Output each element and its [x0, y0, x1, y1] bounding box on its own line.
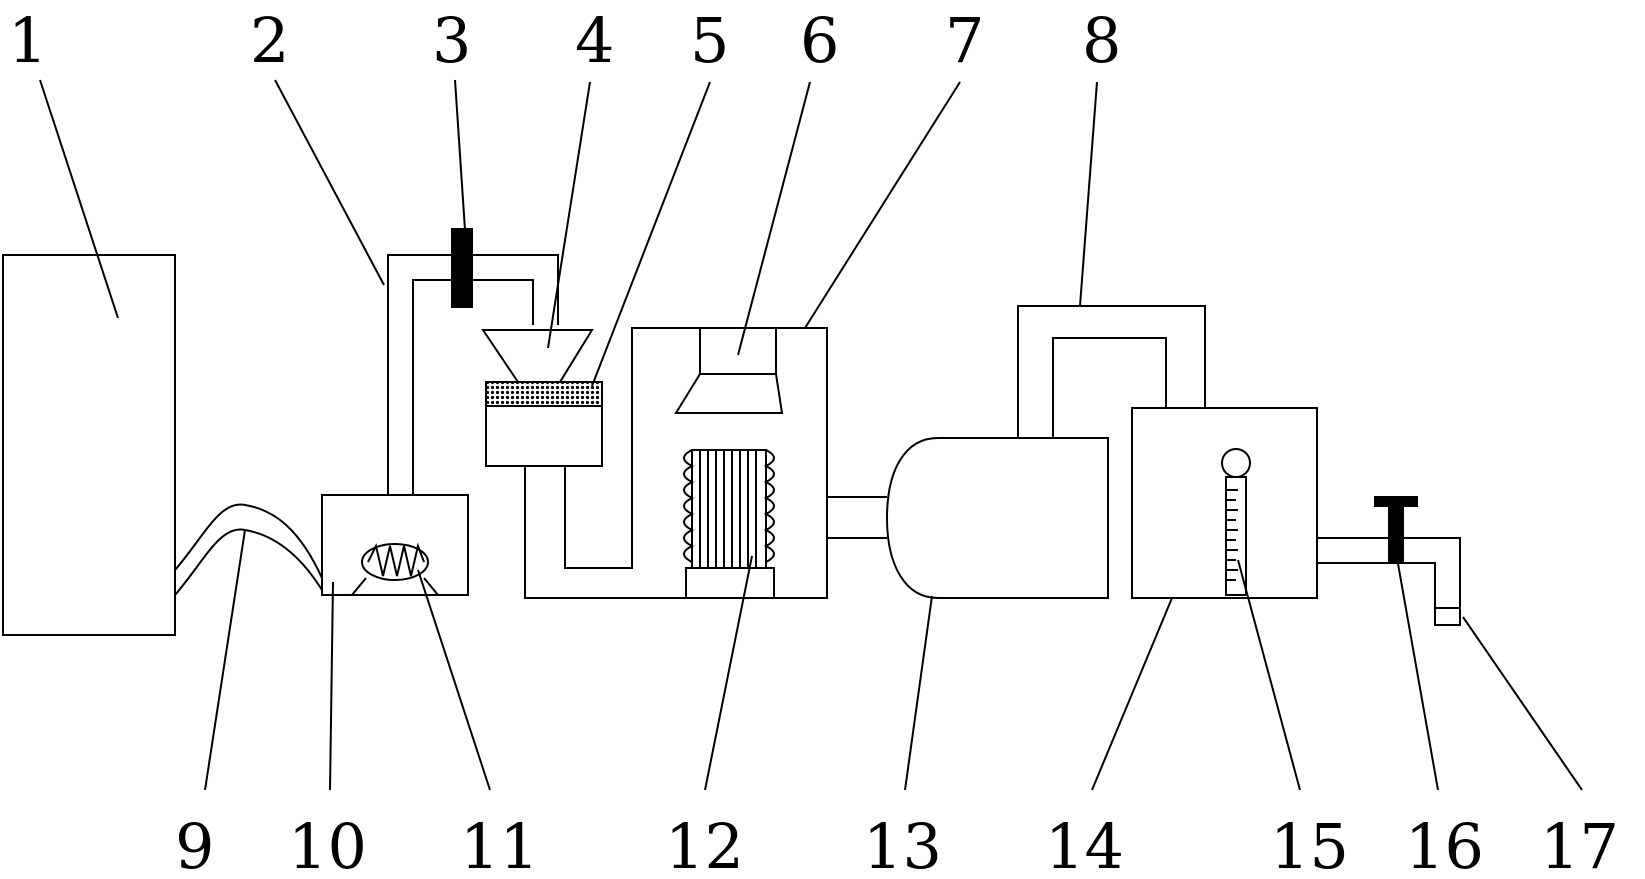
valve-16-stem [1388, 496, 1404, 564]
label-4: 4 [575, 4, 614, 77]
label-16: 16 [1405, 810, 1484, 879]
label-10: 10 [288, 810, 367, 879]
label-12: 12 [665, 810, 744, 879]
label-14: 14 [1045, 810, 1124, 879]
numerals-bottom: 9 10 11 12 13 14 15 16 17 [175, 810, 1619, 879]
heater-box-10 [321, 494, 469, 596]
label-5: 5 [690, 4, 729, 77]
tank-14 [1131, 407, 1318, 599]
funnel-4 [481, 329, 594, 383]
outlet-pipe [1317, 496, 1461, 626]
label-6: 6 [800, 4, 839, 77]
label-9: 9 [175, 810, 214, 879]
label-2: 2 [250, 4, 289, 77]
label-1: 1 [8, 4, 47, 77]
label-15: 15 [1270, 810, 1349, 879]
thermometer-15 [1221, 448, 1251, 596]
hose-9 [174, 503, 323, 596]
vessel-13 [885, 437, 1109, 599]
filter-5 [485, 381, 603, 467]
label-11: 11 [460, 810, 539, 879]
label-17: 17 [1540, 810, 1619, 879]
label-3: 3 [432, 4, 471, 77]
pipe-2 [387, 228, 559, 495]
valve-3 [451, 228, 473, 308]
tank-1 [2, 254, 176, 636]
label-13: 13 [863, 810, 942, 879]
loop-pipe-8 [1017, 305, 1206, 438]
label-8: 8 [1082, 4, 1121, 77]
label-7: 7 [945, 4, 984, 77]
bellows-12 [683, 449, 775, 599]
numerals-top: 1 2 3 4 5 6 7 8 [8, 4, 1121, 77]
connector-pipe [827, 496, 887, 539]
leader-lines [39, 79, 1583, 791]
spout-17 [1434, 607, 1461, 626]
nozzle-6 [674, 327, 784, 414]
